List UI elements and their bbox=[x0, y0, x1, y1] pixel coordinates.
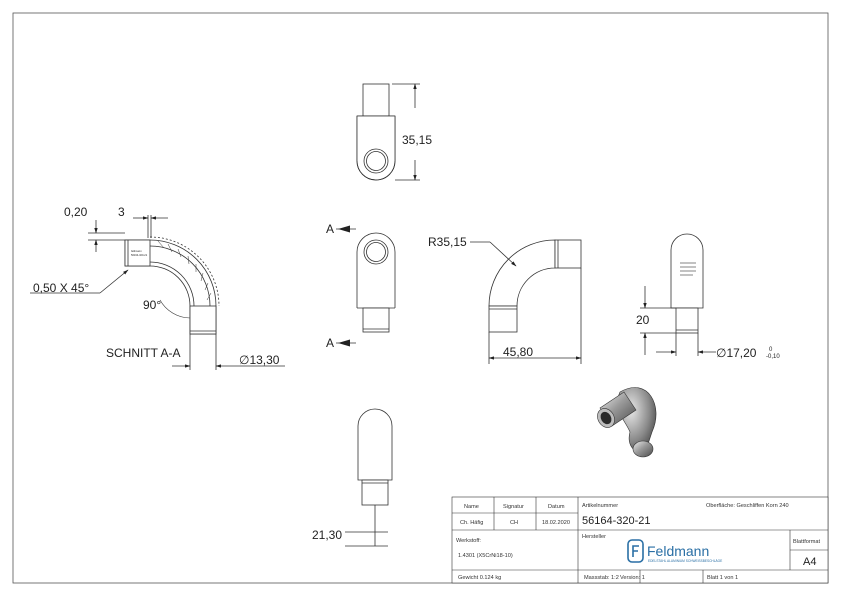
front-view bbox=[336, 228, 396, 344]
tb-article-number: 56164-320-21 bbox=[582, 515, 651, 527]
tb-article-label: Artikelnummer bbox=[582, 503, 618, 509]
logo-tagline: EDELSTAHL ALUMINIUM SCHWEISSBESCHLÄGE bbox=[648, 559, 722, 563]
dim-diameter-17: ∅17,20 bbox=[716, 346, 757, 360]
bottom-view bbox=[345, 408, 393, 547]
dim-3: 3 bbox=[118, 205, 125, 219]
section-view bbox=[30, 215, 285, 370]
tb-date-value: 18.02.2020 bbox=[542, 520, 570, 526]
tb-format-value: A4 bbox=[803, 556, 816, 568]
side-view bbox=[640, 233, 716, 356]
section-arrow-top-icon bbox=[338, 225, 350, 233]
tb-version: Version: 1 bbox=[620, 575, 645, 581]
tb-manufacturer-label: Hersteller bbox=[582, 534, 606, 540]
dim-length-21: 21,30 bbox=[312, 528, 342, 542]
tb-signature-value: CH bbox=[510, 520, 518, 526]
tb-format-label: Blattformat bbox=[793, 539, 820, 545]
elbow-view bbox=[470, 239, 582, 364]
tb-material-label: Werkstoff: bbox=[456, 538, 481, 544]
section-label: SCHNITT A-A bbox=[106, 346, 180, 360]
engraving-line1: feldmann bbox=[131, 249, 142, 253]
iso-render bbox=[597, 387, 657, 458]
dim-chamfer: 0,50 X 45° bbox=[33, 281, 89, 295]
tb-sheet: Blatt 1 von 1 bbox=[707, 575, 738, 581]
tb-signature-label: Signatur bbox=[503, 504, 524, 510]
section-marker-top: A bbox=[326, 222, 334, 236]
dim-width-45: 45,80 bbox=[503, 345, 533, 359]
feldmann-logo-icon bbox=[627, 539, 644, 563]
sheet-border bbox=[12, 12, 829, 584]
tb-surface: Oberfläche: Geschliffen Korn 240 bbox=[706, 503, 789, 509]
engraving-line2: 56164-320-21 bbox=[131, 253, 148, 257]
section-arrow-bottom-icon bbox=[338, 339, 350, 347]
dim-top-height: 35,15 bbox=[402, 133, 432, 147]
dim-020: 0,20 bbox=[64, 205, 88, 219]
dim-diameter-13: ∅13,30 bbox=[239, 353, 280, 367]
tol-lower: -0,10 bbox=[766, 354, 780, 360]
tol-upper: 0 bbox=[769, 347, 773, 353]
tb-name-value: Ch. Häfig bbox=[460, 520, 483, 526]
top-view bbox=[356, 83, 420, 181]
tb-scale: Massstab: 1:2 bbox=[584, 575, 619, 581]
tb-material-value: 1.4301 (X5CrNi18-10) bbox=[458, 553, 513, 559]
dim-height-20: 20 bbox=[636, 313, 650, 327]
tb-date-label: Datum bbox=[548, 504, 565, 510]
logo-name: Feldmann bbox=[647, 543, 709, 559]
section-marker-bottom: A bbox=[326, 336, 334, 350]
tb-name-label: Name bbox=[464, 504, 479, 510]
tb-weight: Gewicht 0.124 kg bbox=[458, 575, 501, 581]
dim-radius: R35,15 bbox=[428, 235, 467, 249]
dim-angle: 90° bbox=[143, 298, 161, 312]
